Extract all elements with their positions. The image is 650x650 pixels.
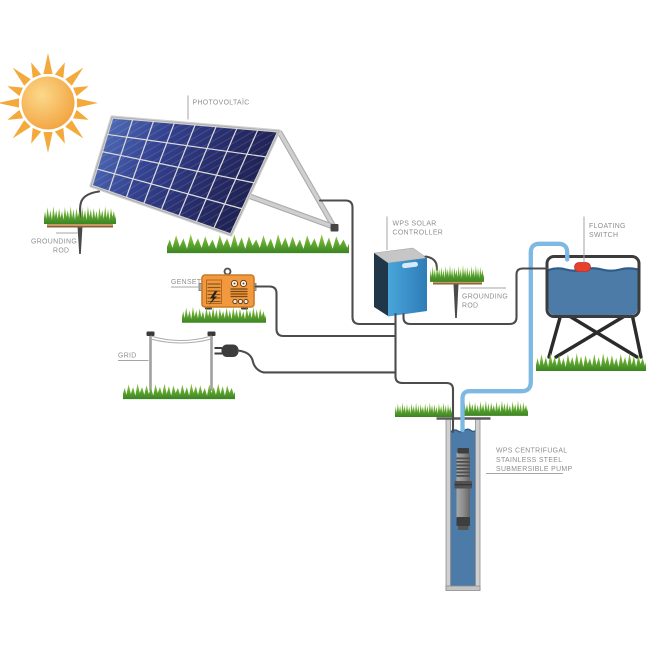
grounding-rod-left-label: GROUNDING (31, 239, 77, 246)
genset-wire (254, 285, 396, 338)
soil-bar (47, 221, 113, 227)
water-tank (545, 255, 641, 318)
power-plug (214, 344, 239, 357)
genset-label: GENSET (171, 279, 202, 286)
ground-rod (77, 226, 83, 254)
grounding-rod-right (424, 255, 484, 318)
power-bolt-icon (209, 291, 218, 305)
well-casing-left (445, 418, 451, 591)
pump-power-wire (394, 312, 455, 434)
photovoltaic-label: PHOTOVOLTAÏC (193, 99, 250, 107)
tank-water (548, 268, 638, 315)
grid-poles (146, 331, 216, 391)
panel-ground-wire (78, 190, 101, 225)
wires (236, 199, 549, 434)
well (445, 418, 481, 591)
grounding-rod-right-label2: ROD (462, 303, 478, 310)
panel-grid-lines (96, 118, 268, 230)
solar-controller (373, 247, 428, 317)
water-pipe (460, 241, 570, 433)
controller-label2: CONTROLLER (393, 230, 444, 237)
submersible-pump (454, 448, 472, 530)
grounding-rod-left (44, 190, 116, 254)
solar-panel (89, 115, 281, 237)
grid-cord (236, 349, 396, 374)
pump-label2: STAINLESS STEEL (496, 457, 562, 464)
genset (198, 267, 257, 310)
pv-wire (318, 199, 396, 326)
ground-rod (453, 284, 459, 318)
pump-label: WPS CENTRIFUGAL (496, 448, 567, 455)
float-switch (574, 262, 591, 272)
floating-switch-label: FLOATING (589, 223, 626, 230)
pump-label3: SUBMERSIBLE PUMP (496, 466, 572, 473)
controller-vent (402, 261, 418, 269)
frame-foot (330, 224, 339, 232)
floating-switch-label2: SWITCH (589, 232, 618, 239)
grounding-rod-right-label: GROUNDING (462, 294, 508, 301)
power-line (150, 335, 212, 342)
sun-icon (0, 53, 98, 153)
grid-label: GRID (118, 353, 137, 360)
panel-support-frame (246, 130, 339, 232)
controller-label: WPS SOLAR (393, 221, 437, 228)
labels: PHOTOVOLTAÏC GROUNDING ROD GENSET GRID W… (31, 95, 626, 474)
float-switch-wire (402, 267, 549, 326)
tank-stand (547, 312, 643, 359)
power-line (150, 338, 212, 344)
well-casing-right (475, 418, 481, 591)
grounding-rod-left-label2: ROD (53, 248, 69, 255)
